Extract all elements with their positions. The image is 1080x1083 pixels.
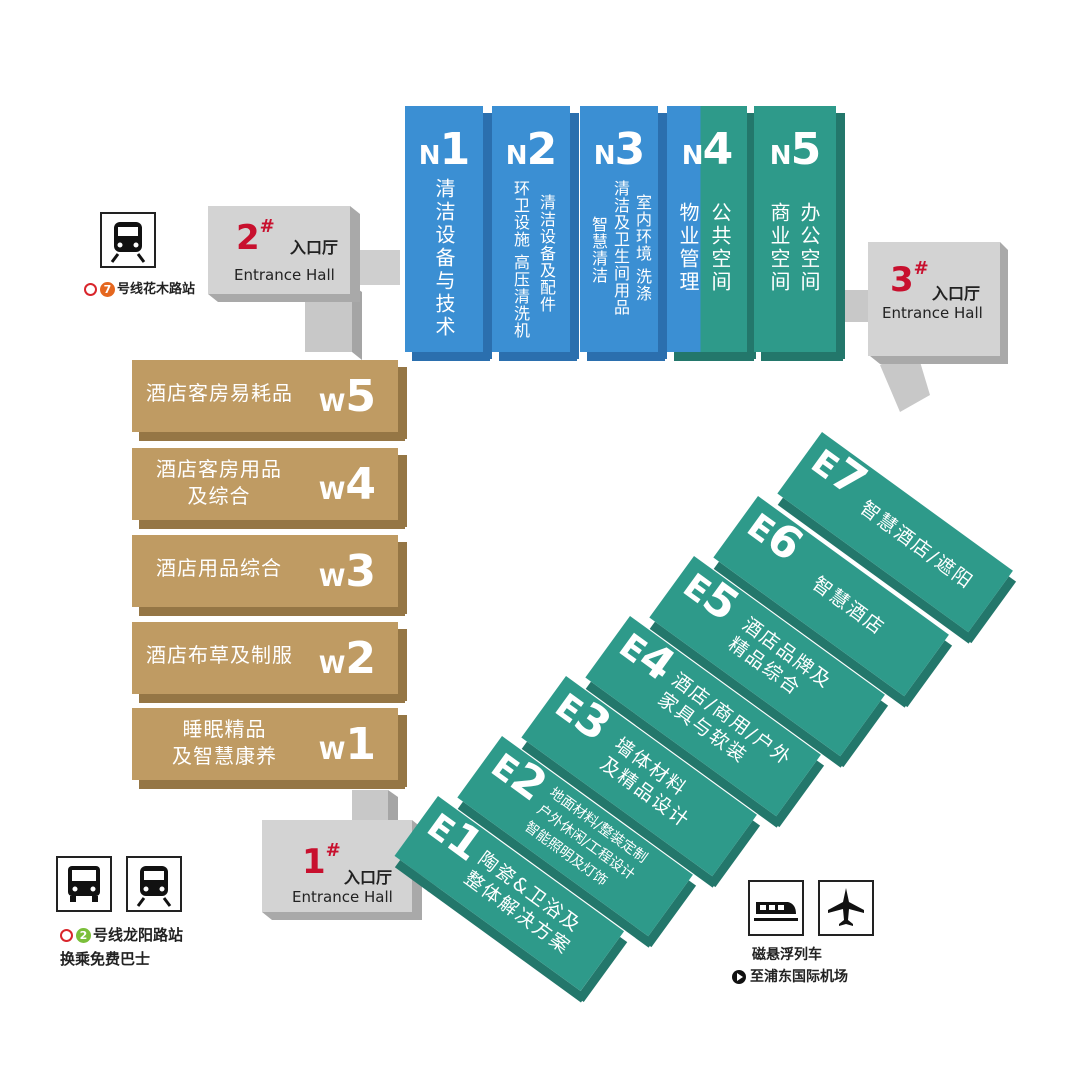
hall-code: N4: [681, 124, 733, 175]
entrance-cn: 入口厅: [932, 284, 981, 303]
hall-w3[interactable]: 酒店用品综合 W3: [132, 535, 407, 616]
maglev-label: 磁悬浮列车: [752, 947, 822, 963]
entrance-hall-1[interactable]: 1# 入口厅 Entrance Hall: [262, 820, 422, 920]
play-arrow-icon: [732, 970, 746, 984]
hall-w2[interactable]: 酒店布草及制服 W2: [132, 622, 407, 703]
hall-w5[interactable]: 酒店客房易耗品 W5: [132, 360, 407, 441]
hall-code: N5: [769, 124, 821, 175]
entrance-en: Entrance Hall: [882, 304, 983, 322]
hall-n4[interactable]: N4 物业管理 公共空间: [667, 106, 756, 361]
hall-code: W1: [318, 719, 376, 770]
hall-label: 办公空间: [797, 202, 821, 294]
hall-w1[interactable]: 睡眠精品及智慧康养 W1: [132, 708, 407, 789]
entrance-block: [262, 820, 422, 920]
shanghai-metro-icon: [60, 929, 73, 942]
bus-icon: [56, 856, 112, 912]
hall-label: 商业空间: [767, 202, 791, 294]
hall-label: 室内环境 洗涤: [633, 194, 652, 303]
entrance-block: [208, 206, 360, 302]
entrance-block: [868, 242, 1008, 364]
hall-code: W2: [318, 633, 376, 684]
hall-n5[interactable]: N5 商业空间 办公空间: [754, 106, 845, 361]
line-2-badge: 2: [76, 928, 91, 943]
metro-train-icon: [126, 856, 182, 912]
hall-label: 酒店用品综合: [156, 556, 282, 580]
hall-label: 清洁设备及配件: [537, 194, 556, 313]
entrance-cn: 入口厅: [344, 868, 393, 887]
hall-label: 环卫设施 高压清洗机: [511, 180, 530, 340]
hall-n1[interactable]: N1 清洁设备与技术: [405, 106, 492, 361]
hall-label: 智慧清洁: [589, 216, 608, 284]
entrance-hall-3[interactable]: 3# 入口厅 Entrance Hall: [868, 242, 1008, 366]
entrance-number: 3#: [890, 258, 929, 300]
airport-note: 至浦东国际机场: [732, 966, 848, 986]
hall-label: 清洁及卫生间用品: [611, 180, 630, 316]
entrance-cn: 入口厅: [290, 238, 339, 257]
line-7-badge: 7: [100, 282, 115, 297]
hall-n2[interactable]: N2 环卫设施 高压清洗机 清洁设备及配件: [492, 106, 579, 361]
hall-code: N3: [593, 124, 645, 175]
hall-label: 睡眠精品及智慧康养: [172, 717, 277, 768]
hall-label: 清洁设备与技术: [432, 178, 456, 339]
hall-label: 酒店客房用品及综合: [156, 457, 282, 508]
hall-n3[interactable]: N3 智慧清洁 清洁及卫生间用品 室内环境 洗涤: [580, 106, 667, 361]
hall-code: W3: [318, 546, 376, 597]
entrance-number: 2#: [236, 216, 275, 258]
hall-code: W5: [318, 371, 376, 422]
hall-label: 物业管理: [676, 202, 700, 294]
hall-code: N2: [505, 124, 557, 175]
free-bus-note: 换乘免费巴士: [60, 950, 151, 968]
maglev-train-icon: [748, 880, 804, 936]
hall-w4[interactable]: 酒店客房用品及综合 W4: [132, 448, 407, 529]
shanghai-metro-icon: [84, 283, 97, 296]
airplane-icon: [818, 880, 874, 936]
hall-code: W4: [318, 459, 376, 510]
hall-label: 公共空间: [708, 202, 732, 294]
hall-label: 酒店客房易耗品: [146, 381, 293, 405]
hall-code: N1: [418, 124, 470, 175]
entrance-en: Entrance Hall: [292, 888, 393, 906]
metro-train-icon: [100, 212, 156, 268]
hall-label: 酒店布草及制服: [146, 643, 293, 667]
entrance-number: 1#: [302, 840, 341, 882]
entrance-hall-2[interactable]: 2# 入口厅 Entrance Hall: [208, 206, 360, 302]
entrance-en: Entrance Hall: [234, 266, 335, 284]
